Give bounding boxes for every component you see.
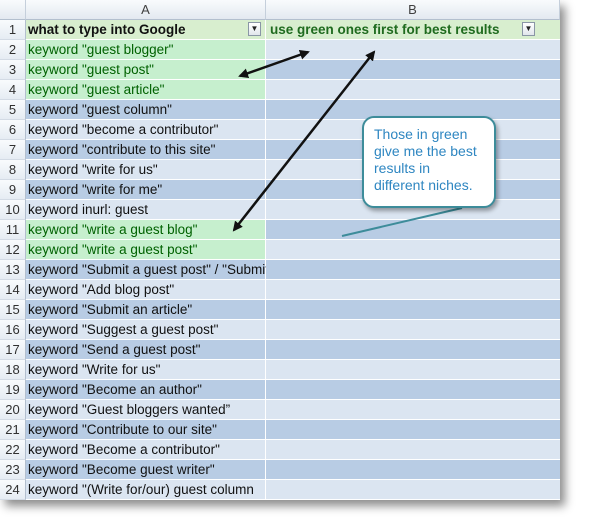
cell-a[interactable]: keyword "Guest bloggers wanted” <box>26 400 266 420</box>
cell-b[interactable] <box>266 280 560 300</box>
double-arrow-diagonal <box>232 50 376 232</box>
cell-b[interactable] <box>266 440 560 460</box>
cell-a[interactable]: keyword "guest article" <box>26 80 266 100</box>
arrow-annotations <box>232 49 463 237</box>
cell-a[interactable]: keyword "write a guest blog" <box>26 220 266 240</box>
cell-b[interactable] <box>266 460 560 480</box>
cell-a[interactable]: keyword "(Write for/our) guest column <box>26 480 266 500</box>
cell-a[interactable]: keyword "Become an author" <box>26 380 266 400</box>
row-number[interactable]: 10 <box>0 200 26 220</box>
cell-a[interactable]: keyword "Send a guest post" <box>26 340 266 360</box>
cell-a[interactable]: keyword "guest blogger" <box>26 40 266 60</box>
header-cell-a[interactable]: what to type into Google ▼ <box>26 20 266 40</box>
cell-b[interactable] <box>266 260 560 280</box>
row-number[interactable]: 16 <box>0 320 26 340</box>
select-all-corner[interactable] <box>0 0 26 20</box>
cell-a[interactable]: keyword "Become a contributor" <box>26 440 266 460</box>
row-number[interactable]: 17 <box>0 340 26 360</box>
cell-b[interactable] <box>266 380 560 400</box>
cell-b[interactable] <box>266 320 560 340</box>
callout-note: Those in green give me the best results … <box>362 116 496 208</box>
row-number[interactable]: 7 <box>0 140 26 160</box>
cell-b[interactable] <box>266 300 560 320</box>
row-number[interactable]: 3 <box>0 60 26 80</box>
cell-a[interactable]: keyword "become a contributor" <box>26 120 266 140</box>
column-header-b[interactable]: B <box>266 0 560 20</box>
row-number[interactable]: 6 <box>0 120 26 140</box>
row-number[interactable]: 14 <box>0 280 26 300</box>
row-number[interactable]: 24 <box>0 480 26 500</box>
row-number[interactable]: 18 <box>0 360 26 380</box>
cell-a[interactable]: keyword "write a guest post" <box>26 240 266 260</box>
cell-b[interactable] <box>266 480 560 500</box>
cell-a[interactable]: keyword "Become guest writer" <box>26 460 266 480</box>
cell-a[interactable]: keyword inurl: guest <box>26 200 266 220</box>
header-cell-b[interactable]: use green ones first for best results ▼ <box>266 20 560 40</box>
cell-a[interactable]: keyword "Contribute to our site" <box>26 420 266 440</box>
row-number[interactable]: 15 <box>0 300 26 320</box>
row-number[interactable]: 5 <box>0 100 26 120</box>
cell-a[interactable]: keyword "Suggest a guest post" <box>26 320 266 340</box>
cell-b[interactable] <box>266 420 560 440</box>
row-number[interactable]: 1 <box>0 20 26 40</box>
cell-b[interactable] <box>266 360 560 380</box>
header-cell-a-label: what to type into Google <box>28 22 186 37</box>
cell-a[interactable]: keyword "guest column" <box>26 100 266 120</box>
row-number[interactable]: 13 <box>0 260 26 280</box>
header-cell-b-label: use green ones first for best results <box>270 22 500 37</box>
row-number[interactable]: 23 <box>0 460 26 480</box>
cell-a[interactable]: keyword "write for me" <box>26 180 266 200</box>
row-number[interactable]: 9 <box>0 180 26 200</box>
row-number[interactable]: 22 <box>0 440 26 460</box>
cell-b[interactable] <box>266 340 560 360</box>
row-number[interactable]: 19 <box>0 380 26 400</box>
callout-pointer <box>341 207 463 237</box>
column-header-a[interactable]: A <box>26 0 266 20</box>
row-number[interactable]: 11 <box>0 220 26 240</box>
filter-dropdown-b[interactable]: ▼ <box>522 22 535 36</box>
row-number[interactable]: 12 <box>0 240 26 260</box>
cell-b[interactable] <box>266 240 560 260</box>
filter-dropdown-a[interactable]: ▼ <box>248 22 261 36</box>
cell-a[interactable]: keyword "contribute to this site" <box>26 140 266 160</box>
cell-a[interactable]: keyword "write for us" <box>26 160 266 180</box>
row-number[interactable]: 21 <box>0 420 26 440</box>
cell-a[interactable]: keyword "Add blog post" <box>26 280 266 300</box>
spreadsheet: A B 1 what to type into Google ▼ use gre… <box>0 0 560 500</box>
row-number[interactable]: 2 <box>0 40 26 60</box>
row-number[interactable]: 4 <box>0 80 26 100</box>
double-arrow-top <box>238 49 310 79</box>
cell-b[interactable] <box>266 400 560 420</box>
row-number[interactable]: 8 <box>0 160 26 180</box>
cell-a[interactable]: keyword "Submit an article" <box>26 300 266 320</box>
cell-a[interactable]: keyword "Write for us" <box>26 360 266 380</box>
row-number[interactable]: 20 <box>0 400 26 420</box>
